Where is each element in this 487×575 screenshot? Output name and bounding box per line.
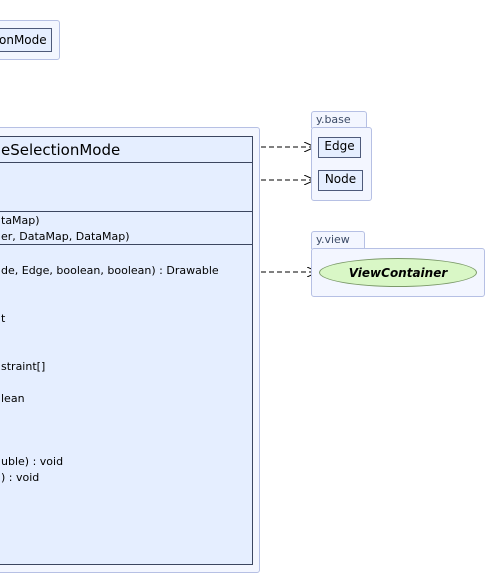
constructors-divider <box>0 244 252 245</box>
method-14: ) : void <box>1 471 40 484</box>
class-node-label: Node <box>324 172 357 186</box>
class-name-divider <box>0 162 252 163</box>
class-node[interactable]: Node <box>318 170 363 191</box>
package-tab-y-view: y.view <box>311 231 365 249</box>
class-edge-label: Edge <box>324 139 355 153</box>
constructor-2: er, DataMap, DataMap) <box>1 230 130 243</box>
attributes-divider <box>0 211 252 212</box>
method-4: t <box>1 312 6 325</box>
method-1: de, Edge, boolean, boolean) : Drawable <box>1 264 219 277</box>
method-13: uble) : void <box>1 455 64 468</box>
package-tab-y-base: y.base <box>311 111 367 128</box>
top-class-name: onMode <box>0 33 47 47</box>
method-7: straint[] <box>1 360 46 373</box>
class-edge[interactable]: Edge <box>318 137 361 158</box>
main-class-box[interactable]: eSelectionMode taMap) er, DataMap, DataM… <box>0 136 253 565</box>
package-label-y-view: y.view <box>316 233 350 246</box>
constructor-1: taMap) <box>1 214 40 227</box>
package-label-y-base: y.base <box>316 113 351 126</box>
main-class-name: eSelectionMode <box>1 141 121 159</box>
top-class-box[interactable]: onMode <box>0 28 52 52</box>
method-9: lean <box>1 392 25 405</box>
interface-viewcontainer[interactable]: ViewContainer <box>319 258 477 287</box>
interface-viewcontainer-label: ViewContainer <box>348 265 448 280</box>
